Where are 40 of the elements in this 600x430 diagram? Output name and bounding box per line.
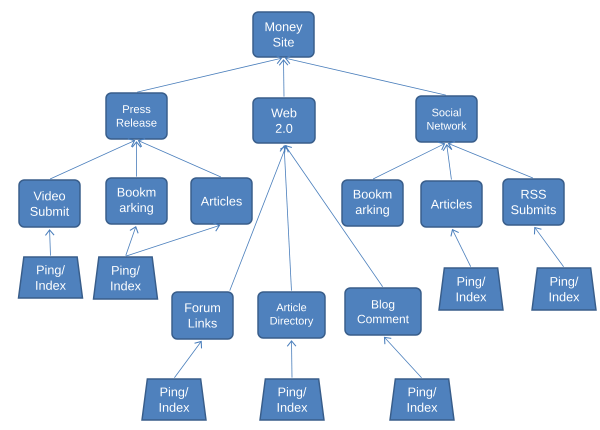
arrow [286, 340, 296, 378]
process-box: Blog Comment [344, 287, 422, 336]
arrow [125, 226, 139, 256]
arrow [278, 59, 288, 97]
arrow [132, 141, 142, 177]
arrow [372, 142, 446, 180]
process-box: RSS Submits [502, 178, 565, 226]
trapezoid-box: Ping/ Index [141, 378, 207, 421]
arrow [284, 144, 384, 288]
process-box: Bookm arking [341, 179, 404, 227]
process-box: Forum Links [171, 291, 234, 340]
arrow [384, 336, 422, 378]
arrow [450, 228, 472, 268]
trapezoid-box: Ping/ Index [92, 256, 158, 300]
arrow [534, 226, 564, 268]
arrow [284, 54, 446, 96]
trapezoid-box: Ping/ Index [531, 267, 597, 311]
arrow [229, 144, 289, 292]
arrow [126, 222, 220, 256]
trapezoid-box: Ping/ Index [18, 256, 84, 299]
process-box: Articles [420, 180, 483, 228]
arrow [448, 141, 534, 178]
process-box: Bookm arking [105, 177, 168, 225]
arrow [50, 138, 136, 180]
process-box: Money Site [252, 11, 315, 58]
process-box: Press Release [105, 92, 168, 140]
arrow [174, 340, 202, 378]
process-box: Articles [190, 177, 253, 225]
trapezoid-box: Ping/ Index [438, 267, 504, 311]
process-box: Video Submit [18, 179, 81, 228]
process-box: Social Network [415, 95, 478, 143]
arrow [442, 144, 452, 180]
arrow [280, 145, 292, 291]
trapezoid-box: Ping/ Index [389, 378, 455, 421]
arrow [45, 229, 54, 256]
arrow [138, 138, 222, 178]
process-box: Article Directory [257, 291, 326, 339]
process-box: Web 2.0 [252, 97, 316, 144]
arrow [136, 54, 282, 93]
trapezoid-box: Ping/ Index [259, 378, 325, 421]
